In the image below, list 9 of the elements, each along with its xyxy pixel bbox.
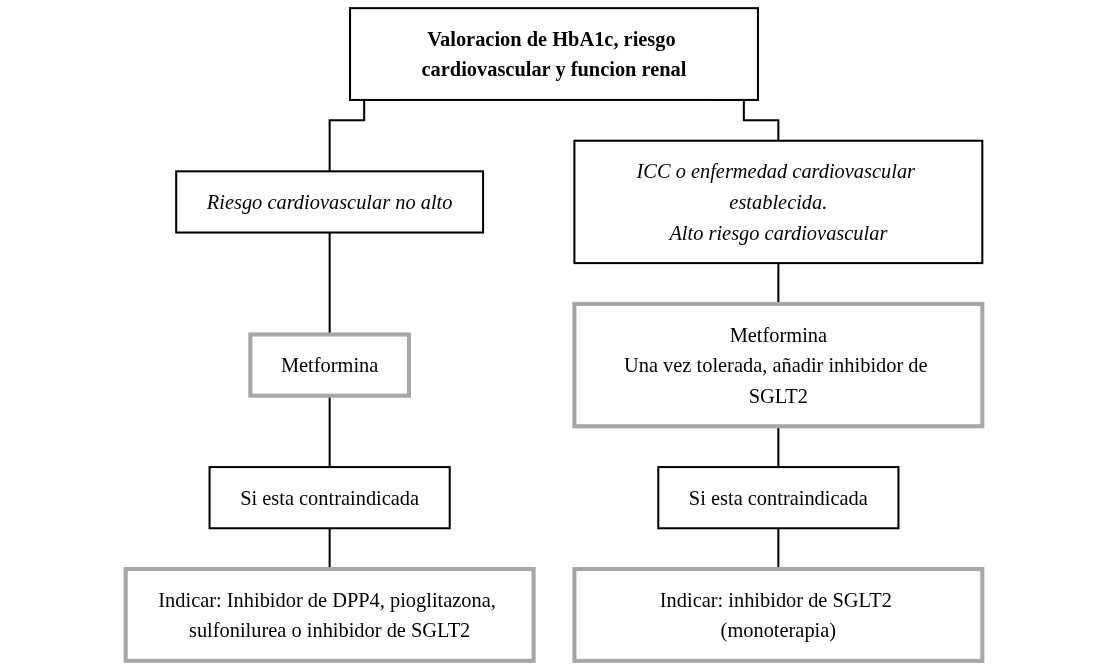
- node-box: Metformina: [248, 332, 411, 398]
- node-box: Indicar: Inhibidor de DPP4, pioglitazona, sulfonilurea o inhibidor de SGLT2: [123, 567, 536, 663]
- node-box: Metformina Una vez tolerada, añadir inhibidor de SGLT2: [572, 301, 985, 429]
- node-box: Indicar: inhibidor de SGLT2 (monoterapia): [572, 567, 985, 663]
- node-box: ICC o enfermedad cardiovascular establecida. Alto riesgo cardiovascular: [573, 139, 984, 265]
- node-box: Si esta contraindicada: [208, 466, 451, 530]
- node-box: Valoracion de HbA1c, riesgo cardiovascular y funcion renal: [349, 7, 759, 101]
- node-box: Riesgo cardiovascular no alto: [175, 170, 485, 234]
- node-box: Si esta contraindicada: [657, 466, 900, 530]
